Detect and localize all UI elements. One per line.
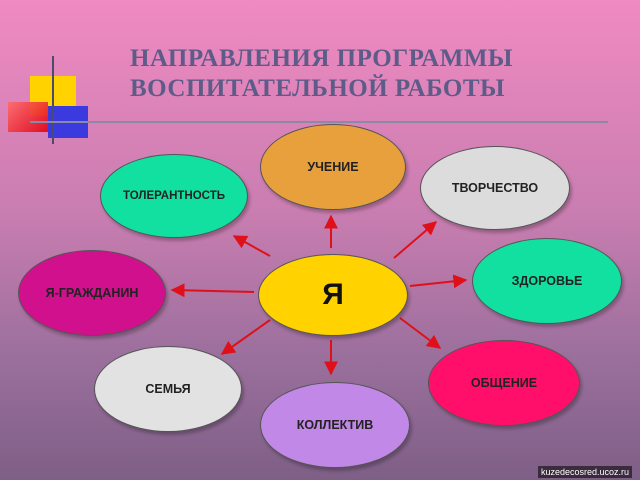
arrow-to-communication: [399, 317, 442, 349]
node-tolerance-label: ТОЛЕРАНТНОСТЬ: [123, 190, 225, 202]
arrow-to-family: [220, 319, 271, 355]
deco-vertical-line: [52, 56, 54, 144]
node-creativity: ТВОРЧЕСТВО: [420, 146, 570, 230]
node-communication-label: ОБЩЕНИЕ: [470, 376, 538, 390]
arrow-to-tolerance: [232, 235, 271, 257]
node-health-label: ЗДОРОВЬЕ: [511, 274, 583, 288]
arrow-to-creativity: [393, 221, 438, 259]
node-citizen-label: Я-ГРАЖДАНИН: [45, 286, 139, 300]
node-creativity-label: ТВОРЧЕСТВО: [451, 181, 539, 195]
title-line-2: ВОСПИТАТЕЛЬНОЙ РАБОТЫ: [130, 75, 506, 102]
node-study-label: УЧЕНИЕ: [307, 160, 359, 174]
node-family: СЕМЬЯ: [94, 346, 242, 432]
deco-red-square: [8, 102, 48, 132]
node-study: УЧЕНИЕ: [260, 124, 406, 210]
node-center-label: Я: [322, 278, 344, 311]
arrow-to-citizen: [170, 283, 255, 298]
node-collective-label: КОЛЛЕКТИВ: [296, 418, 374, 432]
node-collective: КОЛЛЕКТИВ: [260, 382, 410, 468]
node-center: Я: [258, 254, 408, 336]
title-underline: [30, 121, 608, 123]
slide-title: НАПРАВЛЕНИЯ ПРОГРАММЫ ВОСПИТАТЕЛЬНОЙ РАБ…: [130, 44, 600, 104]
node-tolerance: ТОЛЕРАНТНОСТЬ: [100, 154, 248, 238]
title-line-1: НАПРАВЛЕНИЯ ПРОГРАММЫ: [130, 45, 513, 72]
node-health: ЗДОРОВЬЕ: [472, 238, 622, 324]
watermark: kuzedecosred.ucoz.ru: [537, 466, 632, 478]
node-communication: ОБЩЕНИЕ: [428, 340, 580, 426]
node-family-label: СЕМЬЯ: [145, 382, 191, 396]
node-citizen: Я-ГРАЖДАНИН: [18, 250, 166, 336]
arrow-to-health: [409, 274, 468, 289]
